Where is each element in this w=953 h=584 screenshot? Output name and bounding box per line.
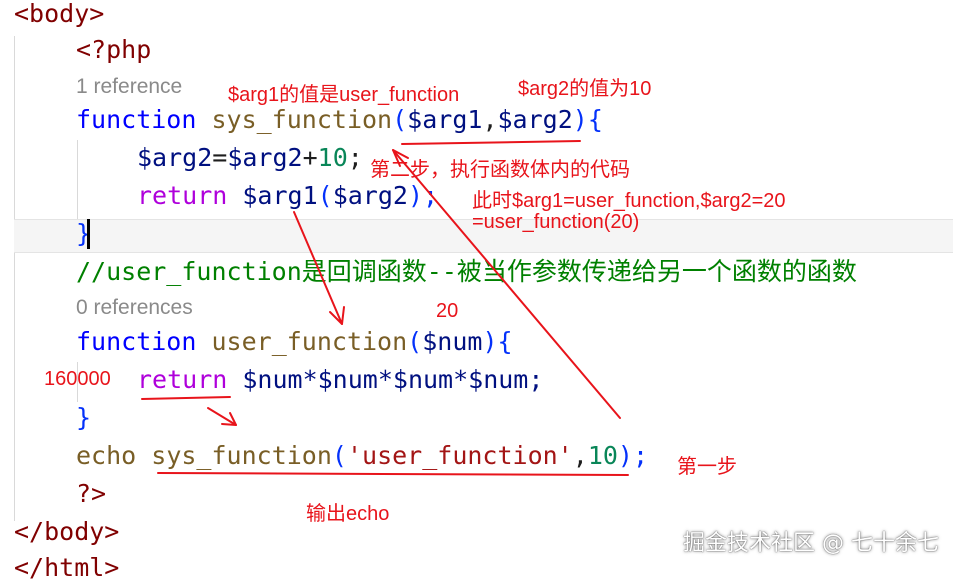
code-line-close-brace-2[interactable]: } (76, 402, 91, 434)
annotation-arg2-value: $arg2的值为10 (518, 78, 652, 100)
number-ten: 10 (317, 143, 348, 172)
body-open-tag: <body> (14, 0, 105, 28)
assign-op: = (212, 143, 228, 172)
annotation-now-line1: 此时$arg1=user_function,$arg2=20 (472, 190, 786, 212)
var-arg2: $arg2 (137, 143, 213, 172)
var-arg2: $arg2 (227, 143, 303, 172)
underline-params (401, 140, 581, 145)
open-paren: ( (331, 441, 347, 470)
param-arg1: $arg1 (407, 105, 483, 134)
var-arg1: $arg1 (242, 181, 318, 210)
function-keyword: function (76, 105, 197, 134)
function-name: sys_function (211, 105, 393, 134)
underline-echo-call (157, 472, 629, 476)
code-line-function-sys[interactable]: function sys_function($arg1,$arg2){ (76, 104, 603, 136)
arrow-head-user (329, 306, 345, 325)
close-paren-brace: ){ (482, 327, 513, 356)
num-expression: $num*$num*$num*$num; (242, 365, 544, 394)
open-paren: ( (317, 181, 333, 210)
open-paren: ( (392, 105, 408, 134)
return-keyword: return (137, 365, 228, 394)
code-line-comment[interactable]: //user_function是回调函数--被当作参数传递给另一个函数的函数 (76, 256, 857, 288)
string-literal: 'user_function' (346, 441, 573, 470)
comma: , (572, 441, 588, 470)
annotation-output-echo: 输出echo (306, 503, 390, 525)
arrow-head-echo (221, 412, 237, 426)
annotation-step1: 第一步 (677, 456, 737, 478)
number-ten: 10 (587, 441, 618, 470)
comment-text: //user_function是回调函数--被当作参数传递给另一个函数的函数 (76, 257, 857, 286)
codelens-1-reference[interactable]: 1 reference (76, 75, 183, 98)
function-name: sys_function (151, 441, 332, 470)
close-brace: } (76, 403, 92, 432)
annotation-arg1-value: $arg1的值是user_function (228, 84, 460, 106)
php-open-tag: <?php (76, 35, 152, 64)
comma: , (482, 105, 498, 134)
open-paren: ( (407, 327, 423, 356)
plus-op: + (302, 143, 318, 172)
code-line-return-num[interactable]: return $num*$num*$num*$num; (137, 364, 543, 396)
watermark: 掘金技术社区 @ 七十余七 (683, 531, 939, 556)
body-close-tag: </body> (14, 517, 120, 546)
code-line-body-open[interactable]: <body> (14, 0, 104, 30)
echo-keyword: echo (76, 441, 137, 470)
php-close-tag: ?> (76, 479, 107, 508)
close-paren: ); (617, 441, 649, 470)
semicolon: ; (347, 143, 363, 172)
code-line-assign[interactable]: $arg2=$arg2+10; (137, 142, 363, 174)
code-line-function-user[interactable]: function user_function($num){ (76, 326, 513, 358)
code-line-return-arg1[interactable]: return $arg1($arg2); (137, 180, 438, 212)
text-cursor (87, 219, 90, 249)
function-keyword: function (76, 327, 197, 356)
annotation-result: 160000 (44, 368, 111, 390)
code-line-body-close[interactable]: </body> (14, 516, 119, 548)
var-arg2: $arg2 (332, 181, 408, 210)
annotation-now-line2: =user_function(20) (472, 211, 640, 233)
codelens-0-references[interactable]: 0 references (76, 296, 193, 319)
close-paren: ); (407, 181, 439, 210)
code-line-php-close[interactable]: ?> (76, 478, 106, 510)
annotation-step2: 第二步，执行函数体内的代码 (370, 159, 630, 181)
indent-guide (77, 362, 78, 402)
code-line-php-open[interactable]: <?php (76, 34, 151, 66)
indent-guide (14, 36, 15, 521)
indent-guide (77, 140, 78, 220)
function-name: user_function (211, 327, 408, 356)
close-paren-brace: ){ (572, 105, 603, 134)
arrow-to-echo (207, 407, 237, 426)
annotation-twenty: 20 (436, 300, 459, 322)
return-keyword: return (137, 181, 228, 210)
code-line-html-close[interactable]: </html> (14, 552, 119, 584)
param-arg2: $arg2 (497, 105, 573, 134)
code-line-echo[interactable]: echo sys_function('user_function',10); (76, 440, 648, 472)
underline-return (141, 396, 231, 400)
html-close-tag: </html> (14, 553, 120, 582)
param-num: $num (422, 327, 483, 356)
